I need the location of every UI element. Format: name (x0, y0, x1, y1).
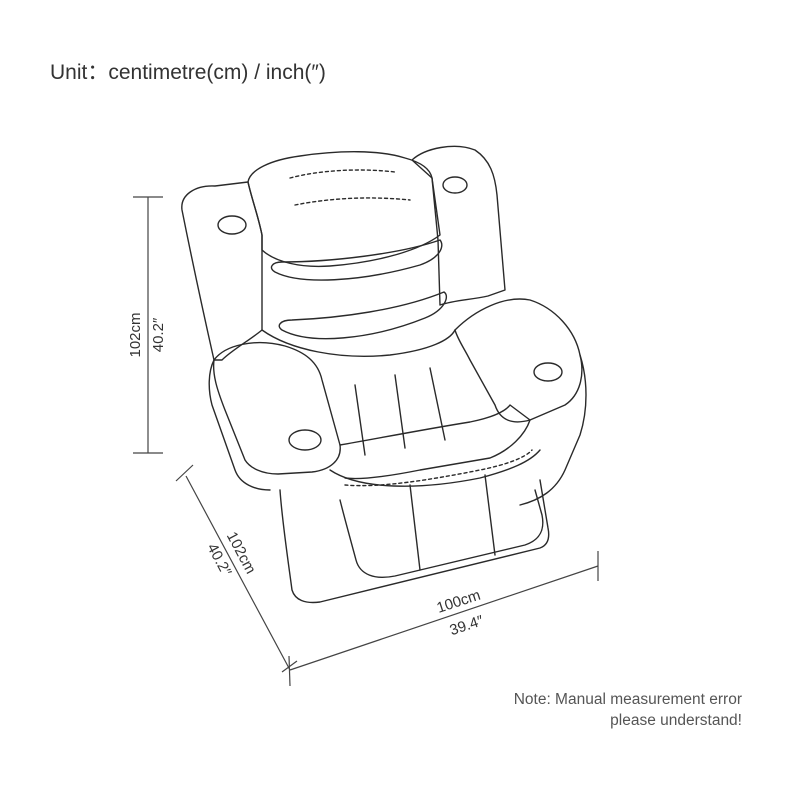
height-in-label: 40.2″ (150, 317, 167, 352)
height-dimension-line (133, 196, 163, 454)
height-cm-label: 102cm (127, 312, 144, 357)
note-line-2: please understand! (610, 712, 742, 729)
width-cm-label: 100cm (435, 587, 483, 617)
unit-title: Unit：centimetre(cm) / inch(″) (50, 61, 326, 84)
depth-dimension-line (175, 464, 298, 673)
width-dimension-line (288, 551, 599, 687)
recliner-chair-illustration (181, 145, 587, 604)
note-line-1: Note: Manual measurement error (513, 691, 742, 708)
width-in-label: 39.4″ (448, 612, 487, 639)
